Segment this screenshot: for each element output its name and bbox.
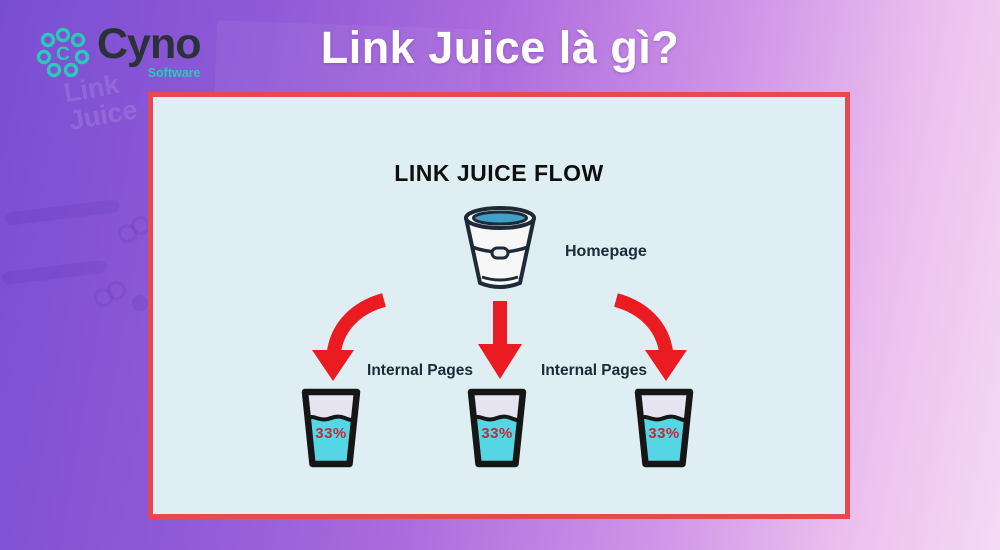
arrow-down-icon: [478, 301, 522, 379]
percent-label: 33%: [481, 425, 513, 442]
cyno-logo: C Cyno Software: [34, 20, 201, 82]
glass-icon: [467, 388, 527, 468]
arrow-curved-right-icon: [613, 293, 687, 381]
watermark-dot: [132, 295, 148, 311]
homepage-label: Homepage: [565, 243, 647, 260]
internal-pages-label: Internal Pages: [367, 362, 473, 379]
percent-label: 33%: [315, 425, 347, 442]
internal-pages-label: Internal Pages: [541, 362, 647, 379]
page-title: Link Juice là gì?: [320, 22, 680, 73]
watermark-link-icon: [107, 281, 126, 300]
bucket-icon: [464, 206, 536, 289]
watermark-bar: [4, 199, 121, 226]
cyno-flower-icon: C: [36, 27, 90, 78]
internal-page-glass: 33%: [301, 388, 361, 468]
watermark-bar: [1, 259, 108, 286]
logo-name: Cyno: [97, 20, 201, 68]
svg-text:C: C: [56, 44, 70, 65]
arrow-curved-left-icon: [312, 293, 387, 381]
diagram-panel: LINK JUICE FLOW Homepage Internal Pages …: [148, 92, 850, 519]
internal-page-glass: 33%: [634, 388, 694, 468]
glass-icon: [634, 388, 694, 468]
diagram-title: LINK JUICE FLOW: [394, 160, 604, 186]
logo-subtitle: Software: [147, 65, 201, 80]
internal-page-glass: 33%: [467, 388, 527, 468]
percent-label: 33%: [648, 425, 680, 442]
glass-icon: [301, 388, 361, 468]
